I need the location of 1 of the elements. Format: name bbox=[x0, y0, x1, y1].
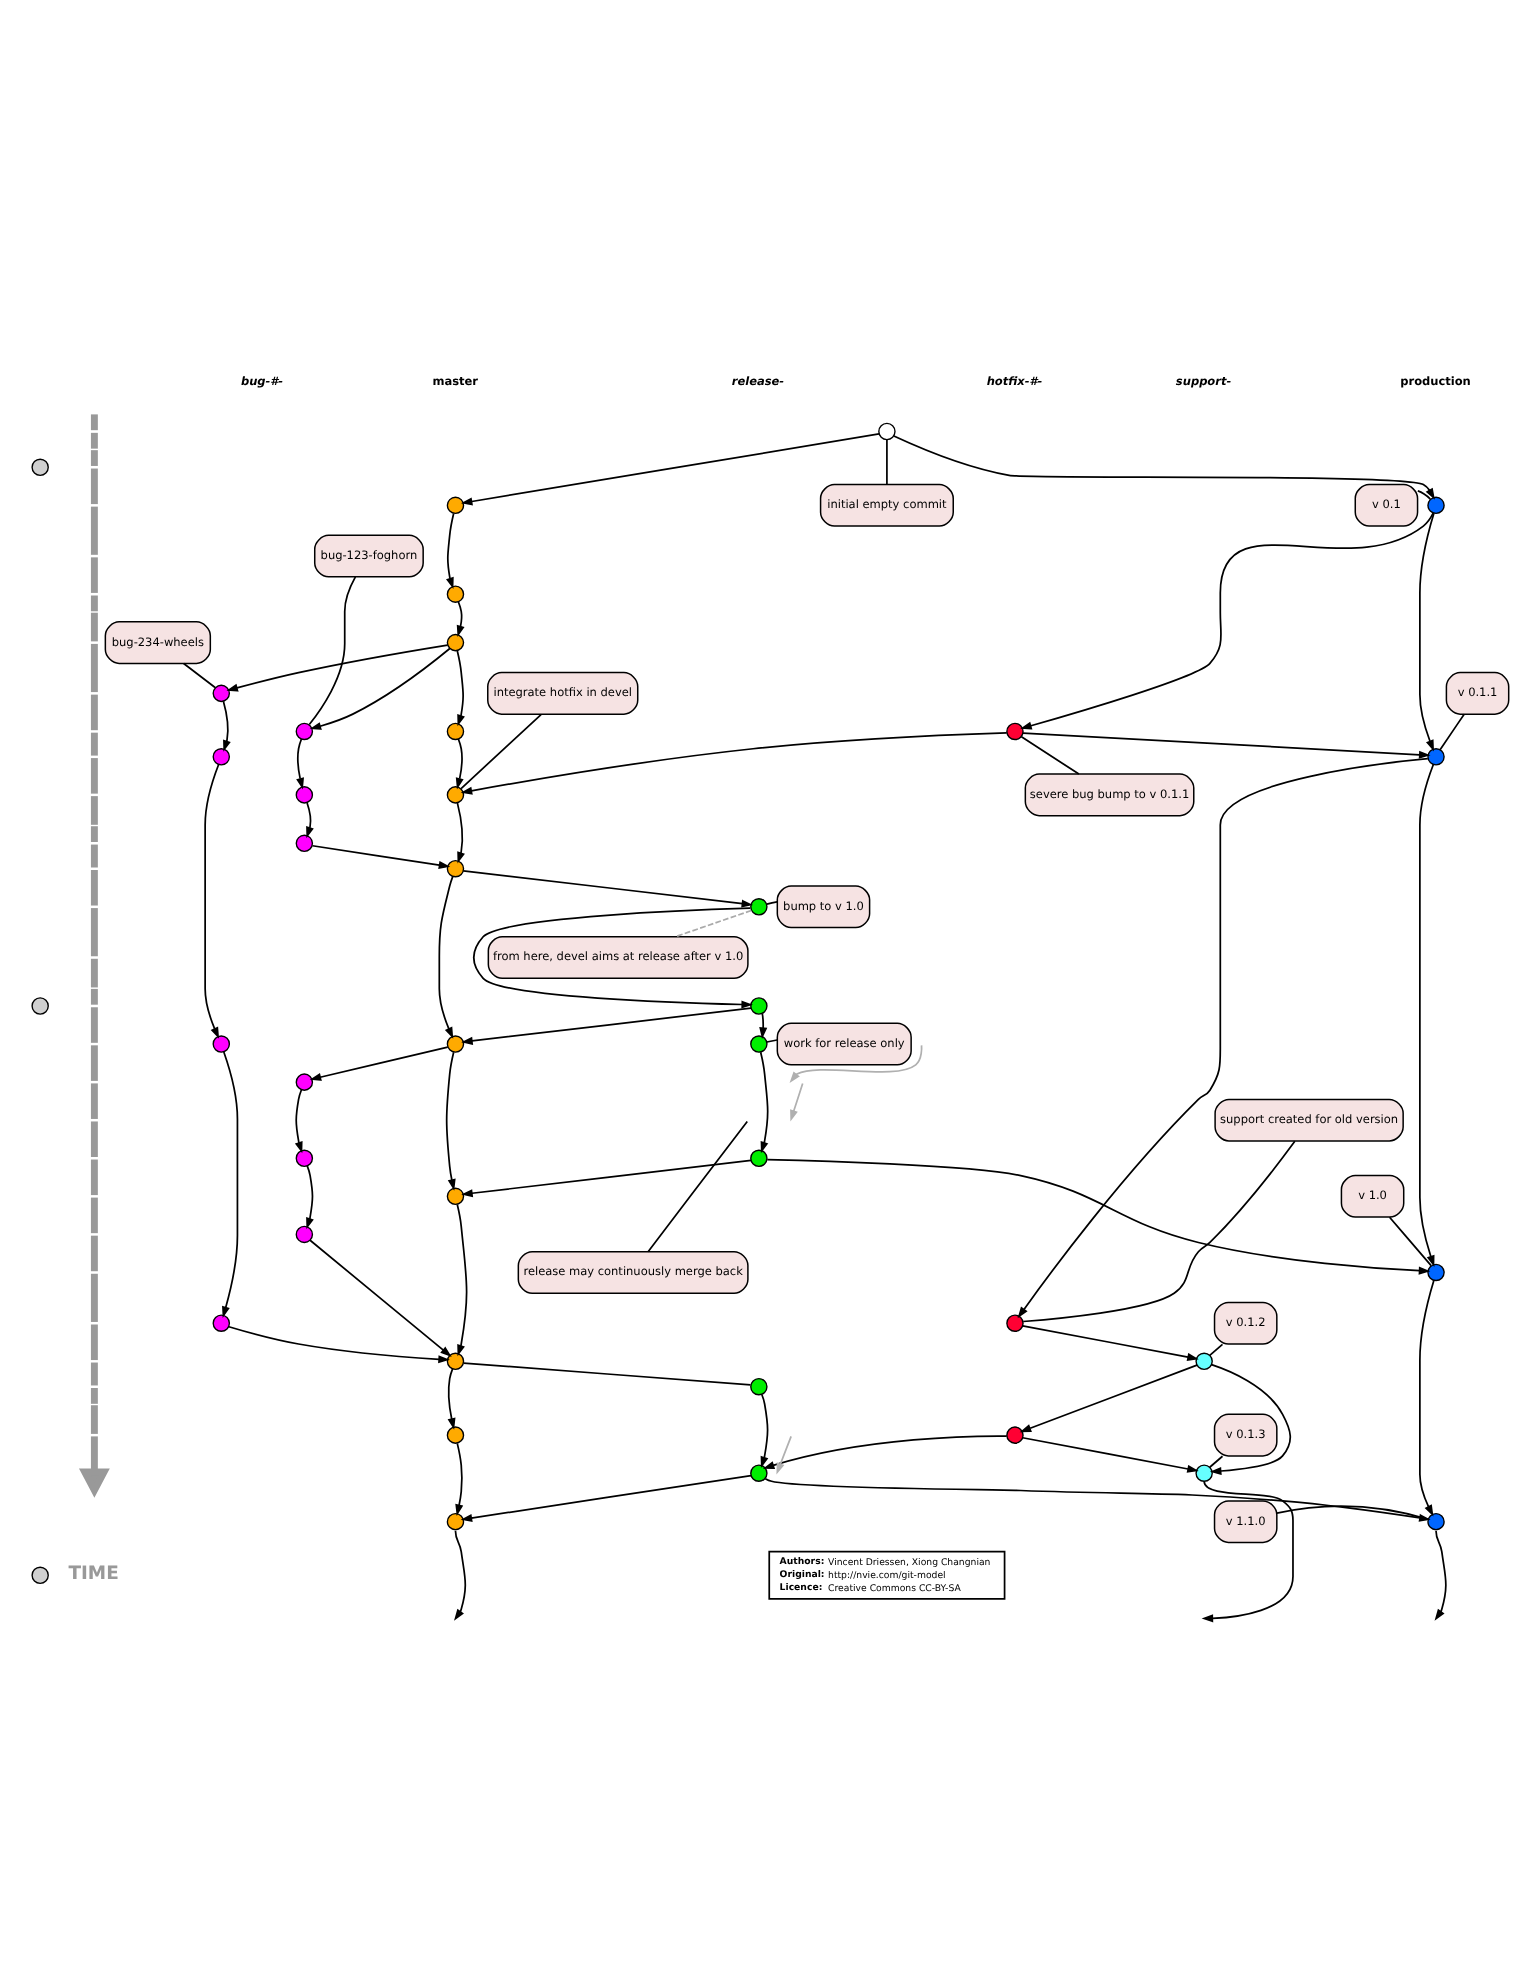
label: TIME bbox=[68, 1561, 119, 1584]
